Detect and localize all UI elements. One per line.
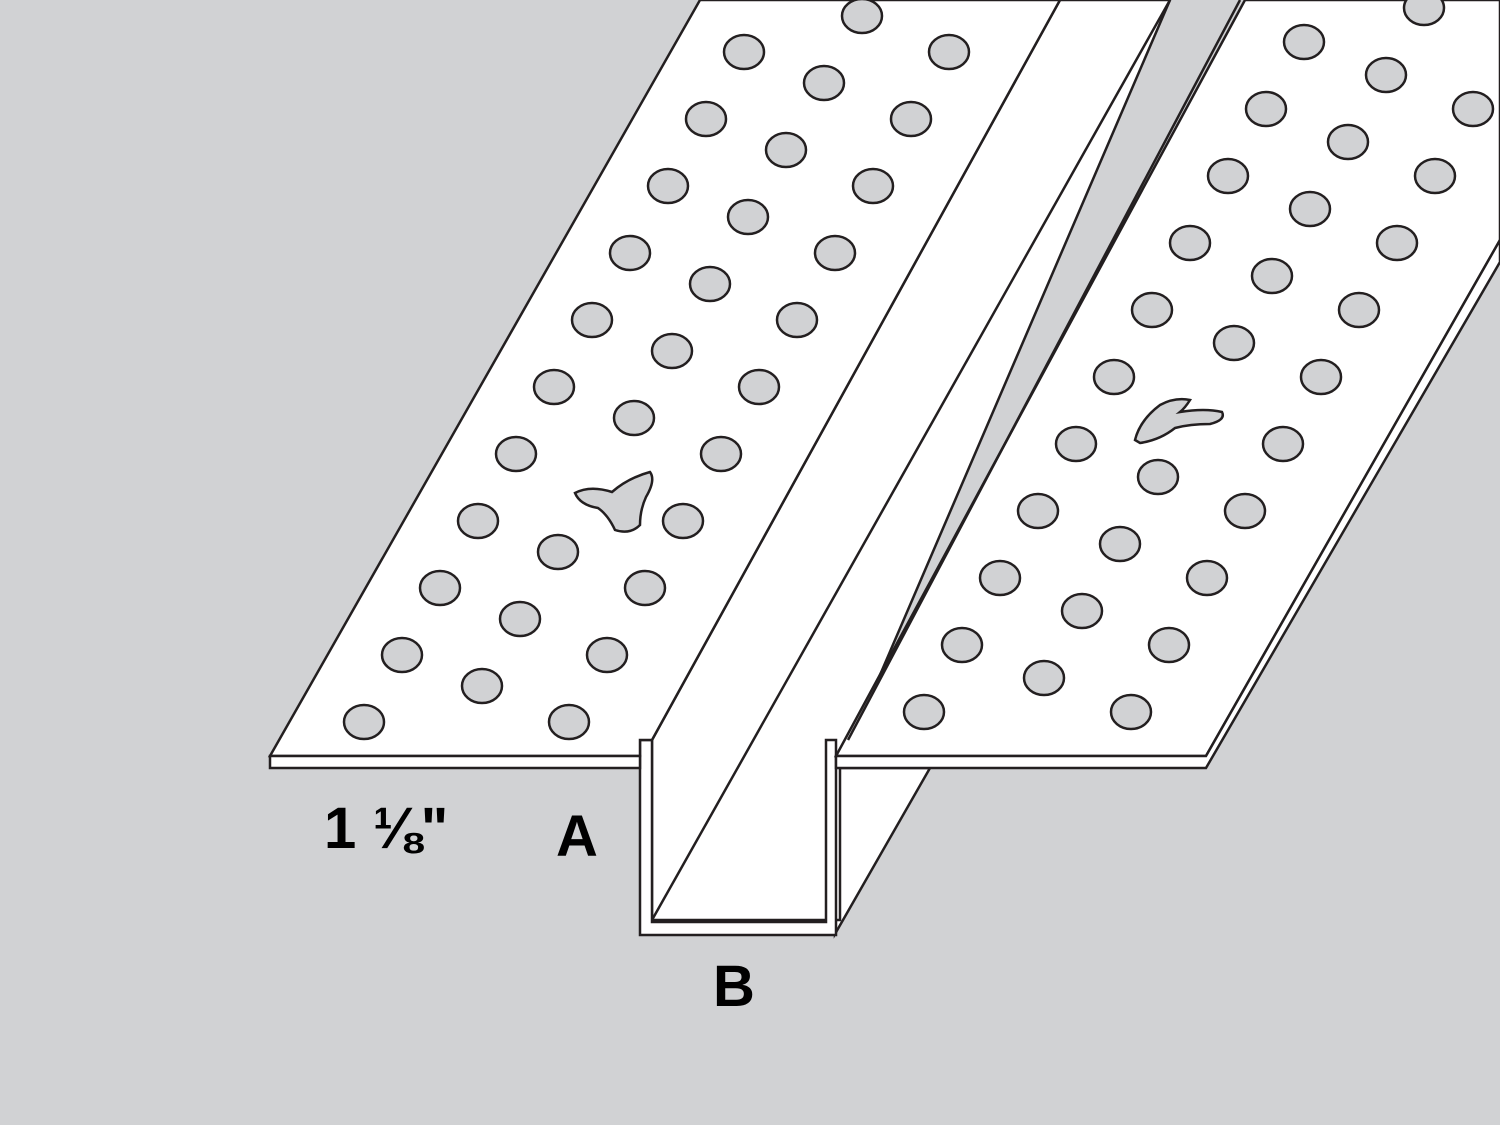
perforation-hole [684,100,728,138]
perforation-hole [851,167,895,205]
perforation-hole [927,33,971,71]
perforation-hole [608,234,652,272]
perforation-hole [1250,257,1294,295]
perforation-hole [650,332,694,370]
perforation-hole [646,167,690,205]
perforation-hole [623,569,667,607]
perforation-hole [1299,358,1343,396]
perforation-hole [726,198,770,236]
right-flange-edge [834,237,1500,770]
perforation-hole [1288,190,1332,228]
point-a-label: A [556,804,598,869]
perforation-hole [722,33,766,71]
perforation-hole [1016,492,1060,530]
channel-fold-line [650,0,1172,921]
perforation-hole [737,368,781,406]
perforation-hole [380,636,424,674]
perforation-hole [1060,592,1104,630]
perforation-hole [1326,123,1370,161]
perforation-hole [1206,157,1250,195]
perforation-hole [1261,425,1305,463]
perforation-hole [1364,56,1408,94]
perforation-hole [813,234,857,272]
perforation-hole [661,502,705,540]
perforation-hole [498,600,542,638]
perforation-hole [1402,0,1446,27]
right-flange-holes [902,0,1495,731]
perforation-hole [612,399,656,437]
perforation-hole [764,131,808,169]
perforation-hole [1136,458,1180,496]
perforation-hole [1098,525,1142,563]
perforation-hole [1092,358,1136,396]
perforation-hole [775,301,819,339]
perforation-hole [1168,224,1212,262]
perforation-hole [1212,324,1256,362]
channel-profile [638,738,838,937]
perforation-hole [688,265,732,303]
key-slot-icon [573,470,654,533]
perforation-hole [1337,291,1381,329]
perforation-hole [699,435,743,473]
perforation-hole [460,667,504,705]
perforation-hole [1413,157,1457,195]
perforation-hole [940,626,984,664]
perforation-hole [1054,425,1098,463]
perforation-hole [585,636,629,674]
perforation-hole [1147,626,1191,664]
perforation-hole [536,533,580,571]
perforation-hole [1282,23,1326,61]
perforation-hole [494,435,538,473]
dimension-label: 1 ⅛" [324,796,448,861]
perforation-hole [532,368,576,406]
perforation-hole [1109,693,1153,731]
perforation-hole [342,703,386,741]
perforation-hole [547,703,591,741]
perforation-hole [840,0,884,35]
perforation-hole [1375,224,1419,262]
left-flange-edge [268,754,642,770]
perforation-hole [418,569,462,607]
perforation-hole [902,693,946,731]
perforation-hole [1223,492,1267,530]
perforation-hole [570,301,614,339]
perforation-hole [802,64,846,102]
point-b-label: B [713,954,755,1019]
perforation-hole [1185,559,1229,597]
right-flange-fold [846,0,1242,741]
left-flange-holes [342,0,971,741]
perforation-hole [889,100,933,138]
key-slot-icon [1133,397,1224,445]
perforation-hole [1022,659,1066,697]
perforation-hole [1451,90,1495,128]
perforation-hole [1130,291,1174,329]
perforation-hole [1244,90,1288,128]
perforation-hole [456,502,500,540]
perforation-hole [978,559,1022,597]
